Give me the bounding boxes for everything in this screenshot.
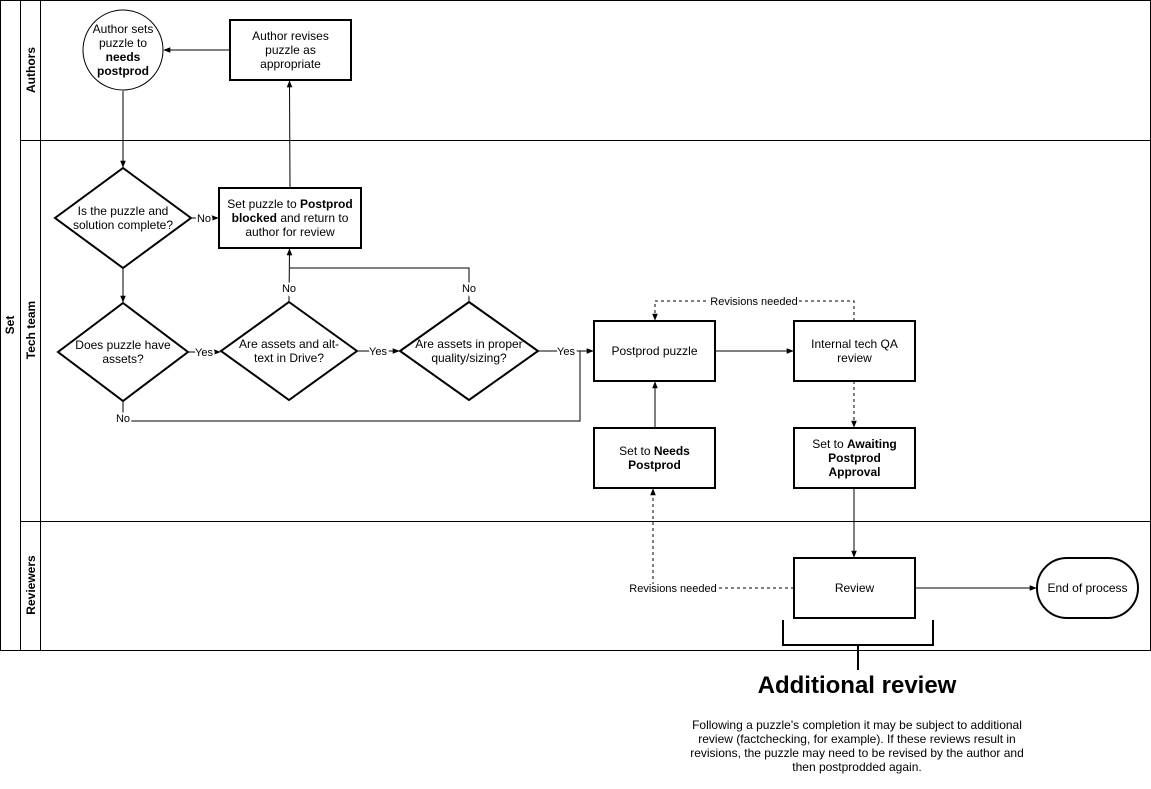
complete-decision-label: Is the puzzle and solution complete?: [72, 204, 174, 232]
drive-decision: [219, 300, 359, 402]
annotation-title: Additional review: [757, 672, 957, 699]
edge-review-revisions: [650, 488, 794, 589]
label-complete-no: No: [197, 213, 211, 225]
label-assets-yes: Yes: [195, 347, 213, 359]
blocked-box: [218, 187, 362, 249]
blocked-box-label: Set puzzle to Postprod blocked and retur…: [227, 197, 353, 239]
edge-blocked-to-revises: [286, 80, 293, 189]
start-circle-label: Author sets puzzle to needs postprod: [92, 22, 154, 78]
edge-assets-no: [122, 351, 581, 422]
end-terminator: [1036, 557, 1139, 619]
pool-label: Set: [3, 316, 17, 335]
author-revises-label: Author revises puzzle as appropriate: [252, 29, 329, 71]
annotation-bracket: [782, 620, 934, 670]
lane-label-authors: Authors: [24, 47, 38, 93]
lane-label-reviewers: Reviewers: [24, 555, 38, 615]
awaiting-label: Set to Awaiting Postprod Approval: [812, 437, 897, 479]
needs-postprod-label: Set to Needs Postprod: [619, 444, 690, 472]
label-quality-yes: Yes: [557, 346, 575, 358]
label-assets-no: No: [116, 413, 130, 425]
qa-box: [793, 320, 916, 382]
lane-label-tech: Tech team: [24, 301, 38, 359]
postprod-box-label: Postprod puzzle: [611, 344, 698, 358]
annotation-text: Following a puzzle's completion it may b…: [690, 718, 1024, 774]
start-circle: [82, 9, 164, 91]
qa-box-label: Internal tech QA review: [811, 337, 898, 365]
postprod-box: [593, 320, 716, 382]
review-box: [793, 557, 916, 619]
label-drive-no: No: [282, 283, 296, 295]
author-revises-box: [229, 19, 352, 81]
quality-decision-label: Are assets in proper quality/sizing?: [415, 337, 523, 365]
end-terminator-label: End of process: [1047, 581, 1128, 595]
drive-decision-label: Are assets and alt-text in Drive?: [238, 337, 340, 365]
edge-qa-revisions: [652, 300, 855, 321]
edge-drive-no: [286, 248, 293, 303]
review-box-label: Review: [834, 581, 875, 595]
quality-decision: [398, 300, 540, 402]
needs-postprod-box: [593, 427, 716, 489]
label-revisions-bottom: Revisions needed: [629, 583, 716, 595]
label-quality-no: No: [462, 283, 476, 295]
assets-decision-label: Does puzzle have assets?: [75, 338, 171, 366]
label-drive-yes: Yes: [369, 346, 387, 358]
edge-quality-no: [290, 267, 470, 302]
label-revisions-top: Revisions needed: [710, 296, 797, 308]
connectors: [120, 47, 1037, 591]
